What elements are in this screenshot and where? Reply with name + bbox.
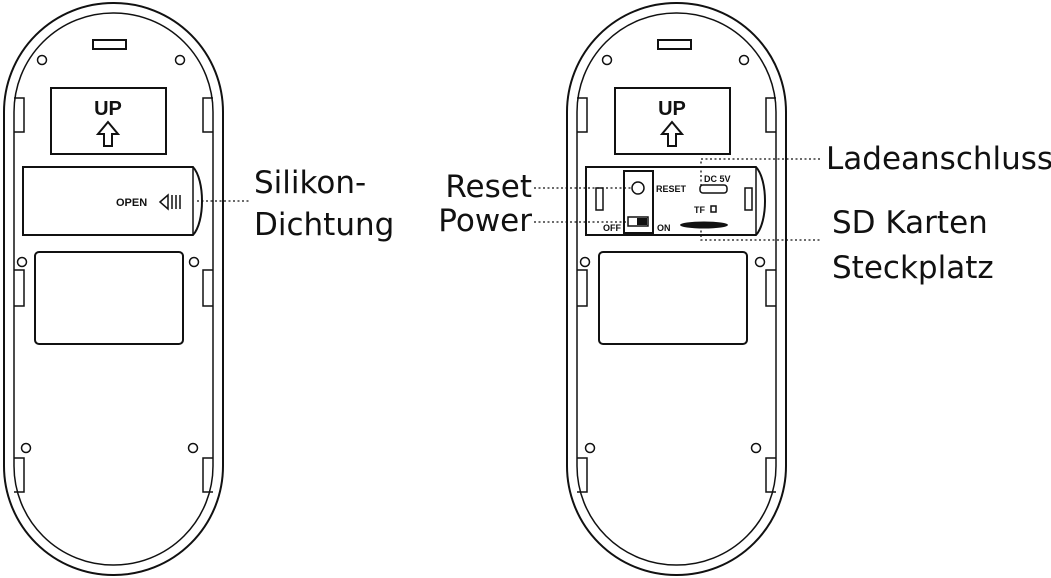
right-side-clip (577, 97, 588, 133)
right-screw-hole (750, 442, 762, 454)
left-screw-hole (36, 54, 48, 66)
power-switch-knob (637, 218, 647, 225)
reset-power-housing (623, 170, 654, 234)
right-device: UP RESET OFF ON DC 5V TF (566, 2, 787, 576)
right-side-clip (765, 269, 776, 307)
left-side-clip (14, 97, 25, 133)
left-open-arrow-icon (158, 193, 169, 211)
right-top-slot (657, 39, 692, 50)
sd-slot-icon (680, 221, 728, 229)
right-side-clip (765, 457, 776, 493)
left-silicone-seal (22, 166, 203, 236)
sd-label-line1: SD Karten (832, 205, 988, 241)
power-switch-icon (627, 216, 649, 227)
left-screw-hole (174, 54, 186, 66)
right-screw-hole (584, 442, 596, 454)
right-up-label: UP (658, 98, 686, 120)
left-top-slot (92, 39, 127, 50)
left-device-outer-shell (3, 2, 224, 576)
left-device-inner-shell (13, 12, 214, 566)
usb-port-icon (699, 184, 728, 194)
left-up-cover (50, 87, 167, 155)
left-up-arrow-icon (95, 120, 121, 147)
left-screw-hole (187, 442, 199, 454)
right-panel-left-slot (595, 187, 604, 211)
left-open-label: OPEN (116, 197, 147, 209)
right-screw-hole (738, 54, 750, 66)
right-battery-cover (598, 251, 748, 345)
on-text: ON (657, 223, 671, 233)
right-side-clip (577, 457, 588, 493)
right-side-clip (577, 269, 588, 307)
right-up-arrow-icon (659, 120, 685, 147)
tf-text: TF (694, 205, 705, 215)
left-device: UP OPEN (3, 2, 224, 576)
left-screw-hole (16, 256, 28, 268)
seal-label-line1: Silikon- (254, 165, 366, 201)
right-panel-right-slot (744, 187, 753, 211)
off-text: OFF (603, 223, 621, 233)
seal-label-line2: Dichtung (254, 207, 394, 243)
right-screw-hole (754, 256, 766, 268)
right-device-outer-shell (566, 2, 787, 576)
left-side-clip (202, 97, 213, 133)
power-label: Power (438, 203, 532, 239)
charging-port-label: Ladeanschluss (826, 141, 1051, 177)
right-side-clip (765, 97, 776, 133)
right-screw-hole (579, 256, 591, 268)
left-screw-hole (188, 256, 200, 268)
charging-leader-line (700, 158, 822, 186)
left-battery-cover (34, 251, 184, 345)
left-side-clip (202, 269, 213, 307)
right-screw-hole (601, 54, 613, 66)
left-screw-hole (20, 442, 32, 454)
tf-card-icon (710, 205, 717, 213)
left-side-clip (14, 457, 25, 493)
sd-leader-line (700, 226, 822, 241)
sd-label-line2: Steckplatz (832, 250, 994, 286)
reset-label: Reset (445, 169, 532, 205)
dc-5v-text: DC 5V (704, 174, 731, 184)
left-side-clip (202, 457, 213, 493)
left-up-label: UP (94, 98, 122, 120)
left-side-clip (14, 269, 25, 307)
right-up-cover (614, 87, 731, 155)
reset-button-icon (631, 181, 645, 195)
reset-text: RESET (656, 184, 687, 194)
right-device-inner-shell (576, 12, 777, 566)
